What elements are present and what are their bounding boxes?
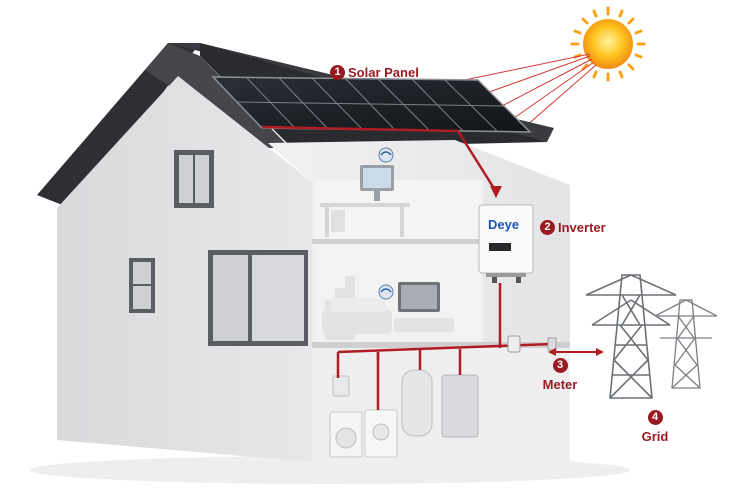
meter-text: Meter xyxy=(542,377,578,393)
window-upper xyxy=(174,150,214,208)
transmission-tower-small xyxy=(654,299,718,389)
grid-text: Grid xyxy=(641,429,669,445)
bidirectional-arrow-icon xyxy=(548,348,604,356)
inverter-unit xyxy=(478,204,534,283)
transmission-tower-large xyxy=(585,274,677,399)
meter-number: 3 xyxy=(552,358,568,373)
meter-connector xyxy=(547,337,557,351)
inverter-brand-logo: Deye xyxy=(488,217,520,232)
arrow-to-inverter xyxy=(490,186,502,198)
window-large xyxy=(208,250,308,346)
inverter-number: 2 xyxy=(540,220,555,236)
network-icon-middle xyxy=(378,284,394,300)
interior-cutaway xyxy=(312,165,570,464)
sun-icon xyxy=(570,6,646,82)
solar-panel-number: 1 xyxy=(330,65,345,81)
window-left xyxy=(129,258,155,313)
sun-rays xyxy=(454,53,597,127)
network-icon-upper xyxy=(378,147,394,163)
meter-box xyxy=(507,335,521,353)
solar-panel-text: Solar Panel xyxy=(348,65,419,81)
house-left-wall xyxy=(57,76,312,462)
solar-panel-array xyxy=(211,76,532,133)
inverter-text: Inverter xyxy=(558,220,606,236)
grid-number: 4 xyxy=(647,410,663,425)
